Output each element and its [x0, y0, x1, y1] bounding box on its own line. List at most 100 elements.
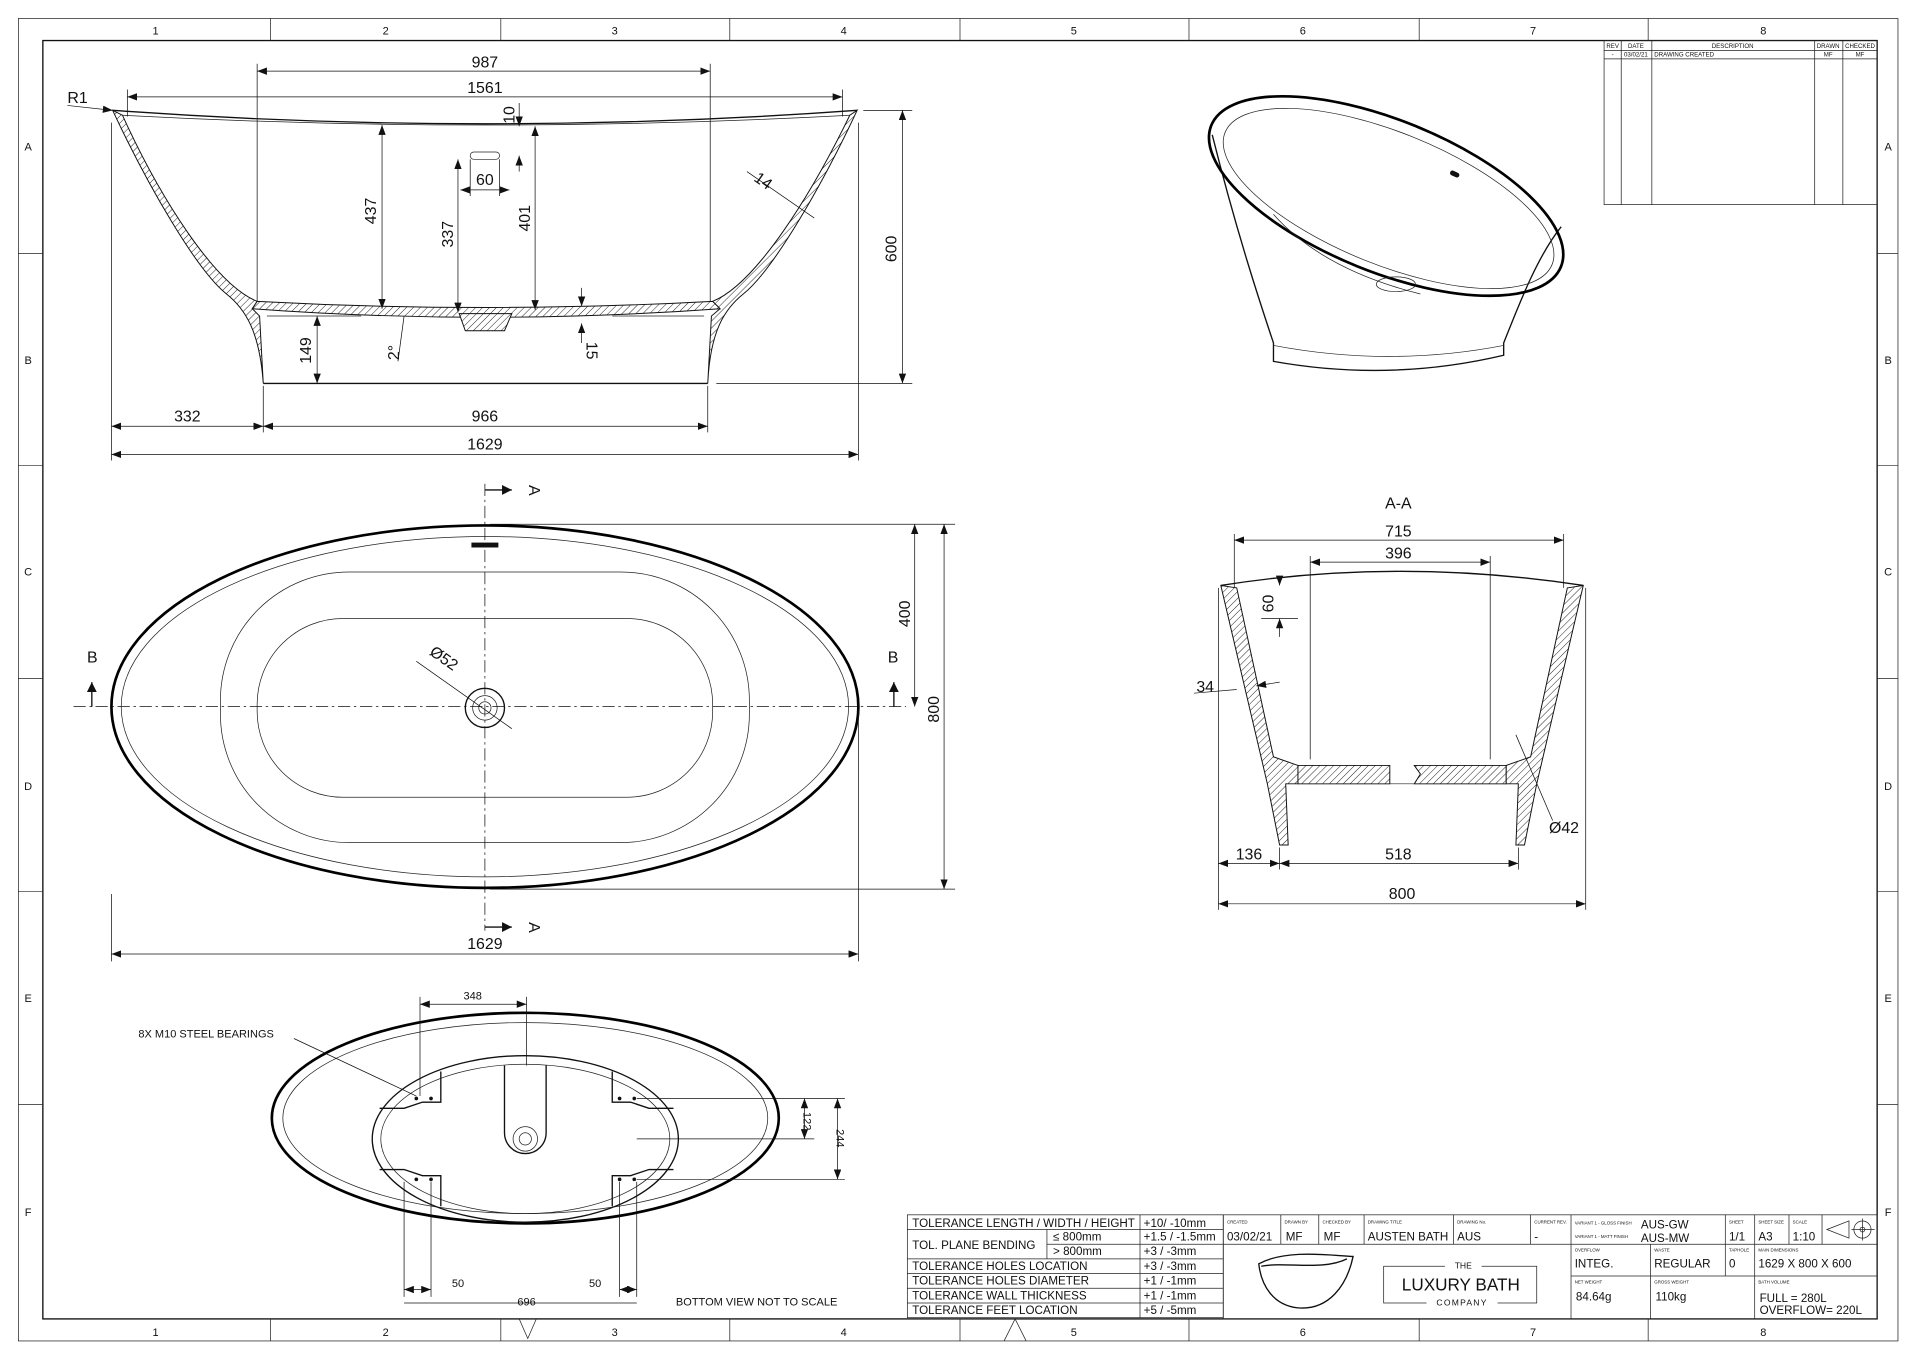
grid-col-label: 5: [1071, 1327, 1077, 1339]
field-label: CURRENT REV.: [1534, 1219, 1566, 1224]
grid-row-label: D: [1884, 781, 1892, 793]
grid-col-label: 5: [1071, 25, 1077, 37]
grid-row-label: E: [1884, 993, 1891, 1005]
grid-col-label: 6: [1300, 25, 1306, 37]
tolerance-value: +1 / -1mm: [1144, 1275, 1197, 1288]
section-mark: B: [888, 650, 899, 667]
dim-label: 149: [298, 337, 315, 364]
dim-label: 332: [174, 408, 201, 425]
logo-the: THE: [1455, 1261, 1472, 1271]
tolerance-label: TOLERANCE WALL THICKNESS: [912, 1289, 1087, 1302]
field-label: SCALE: [1793, 1219, 1807, 1224]
projection-symbol-icon: [1825, 1218, 1875, 1241]
drawing-title-value: AUSTEN BATH: [1368, 1231, 1449, 1244]
field-label: WASTE: [1654, 1248, 1670, 1253]
grid-col-label: 8: [1760, 1327, 1766, 1339]
dim-label: 696: [517, 1296, 535, 1308]
top-plan-view: Ø52 400 800 1629 A A B B: [73, 483, 956, 962]
grid-row-label: D: [24, 781, 32, 793]
field-label: BATH VOLUME: [1758, 1279, 1789, 1284]
grid-col-label: 3: [612, 25, 618, 37]
created-value: 03/02/21: [1227, 1231, 1272, 1244]
grid-col-label: 1: [152, 1327, 158, 1339]
field-label: MAIN DIMENSIONS: [1758, 1248, 1798, 1253]
revision-table: REV DATE DESCRIPTION DRAWN CHECKED - 03/…: [1603, 40, 1878, 205]
dim-label: 136: [1236, 847, 1263, 864]
volume-full-value: FULL = 280L: [1760, 1292, 1828, 1305]
grid-col-label: 7: [1530, 25, 1536, 37]
drawn-by-value: MF: [1286, 1231, 1303, 1244]
variant-gloss-value: AUS-GW: [1641, 1218, 1689, 1231]
section-title: A-A: [1385, 495, 1412, 512]
grid-col-label: 1: [152, 25, 158, 37]
field-label: NET WEIGHT: [1575, 1279, 1603, 1284]
grid-row-label: E: [24, 993, 31, 1005]
tolerance-value: +1 / -1mm: [1144, 1289, 1197, 1302]
dim-label: 15: [583, 342, 600, 360]
rev-header: DESCRIPTION: [1712, 43, 1754, 50]
field-label: SHEET SIZE: [1758, 1219, 1784, 1224]
dim-label: 50: [589, 1278, 601, 1290]
tolerance-sub: ≤ 800mm: [1053, 1231, 1101, 1244]
volume-overflow-value: OVERFLOW= 220L: [1760, 1304, 1863, 1317]
drawing-no-value: AUS: [1457, 1231, 1481, 1244]
waste-value: REGULAR: [1654, 1257, 1710, 1270]
grid-col-label: 4: [841, 25, 847, 37]
bottom-view-note: BOTTOM VIEW NOT TO SCALE: [676, 1296, 837, 1308]
main-dims-value: 1629 X 800 X 600: [1758, 1257, 1852, 1270]
isometric-view: [1207, 94, 1565, 372]
taphole-value: 0: [1729, 1257, 1736, 1270]
field-label: CHECKED BY: [1322, 1219, 1351, 1224]
dim-label: R1: [67, 90, 87, 107]
dim-label: 122: [800, 1112, 812, 1130]
tolerance-label: TOLERANCE HOLES LOCATION: [912, 1260, 1087, 1273]
dim-label: 10: [501, 106, 518, 124]
dim-label: 400: [897, 600, 914, 627]
tolerance-value: +10/ -10mm: [1144, 1217, 1206, 1230]
side-elevation-view: 987 1561 R1 10 60 437 337 401 14 600 149…: [67, 54, 913, 461]
field-label: TAPHOLE: [1729, 1248, 1749, 1253]
grid-row-label: C: [1884, 567, 1892, 579]
dim-label: 600: [883, 235, 900, 262]
field-label: CREATED: [1227, 1219, 1248, 1224]
variant-matt-value: AUS-MW: [1641, 1232, 1689, 1245]
field-label: GROSS WEIGHT: [1654, 1279, 1689, 1284]
dim-label: 800: [926, 696, 943, 723]
dim-label: 14: [751, 169, 775, 193]
sheet-value: 1/1: [1729, 1231, 1745, 1244]
checked-by-value: MF: [1324, 1231, 1341, 1244]
rev-cell: -: [1612, 51, 1614, 58]
grid-row-label: A: [1884, 142, 1892, 154]
tolerance-label: TOLERANCE HOLES DIAMETER: [912, 1275, 1089, 1288]
section-mark: B: [87, 650, 98, 667]
dim-label: 715: [1385, 523, 1412, 540]
grid-col-label: 3: [612, 1327, 618, 1339]
dim-label: 518: [1385, 847, 1412, 864]
dim-label: 1629: [467, 936, 503, 953]
rev-header: DRAWN: [1817, 43, 1840, 50]
dim-label: 50: [452, 1278, 464, 1290]
gross-weight-value: 110kg: [1656, 1291, 1687, 1304]
grid-row-label: B: [24, 355, 31, 367]
scale-value: 1:10: [1793, 1231, 1816, 1244]
field-label: OVERFLOW: [1575, 1248, 1601, 1253]
grid-col-label: 6: [1300, 1327, 1306, 1339]
dim-label: 337: [440, 221, 457, 248]
grid-row-label: C: [24, 567, 32, 579]
tolerance-value: +5 / -5mm: [1144, 1304, 1197, 1317]
logo-main: LUXURY BATH: [1402, 1275, 1520, 1295]
drawing-frame: 1 2 3 4 5 6 7 8 1 2 3 4 5 6 7 8 A B C D …: [18, 18, 1899, 1342]
dim-label: Ø42: [1549, 820, 1579, 837]
title-block: CREATED DRAWN BY CHECKED BY DRAWING TITL…: [1222, 1214, 1878, 1320]
dim-label: 60: [476, 172, 494, 189]
dim-label: 2°: [386, 345, 403, 360]
dim-label: 34: [1196, 679, 1214, 696]
rev-header: REV: [1606, 43, 1619, 50]
sheet-size-value: A3: [1758, 1231, 1772, 1244]
field-label: SHEET: [1729, 1219, 1744, 1224]
dim-label: 348: [463, 990, 481, 1002]
rev-header: CHECKED: [1845, 43, 1875, 50]
grid-col-label: 7: [1530, 1327, 1536, 1339]
dim-label: 1561: [467, 80, 503, 97]
section-mark: A: [525, 485, 542, 496]
